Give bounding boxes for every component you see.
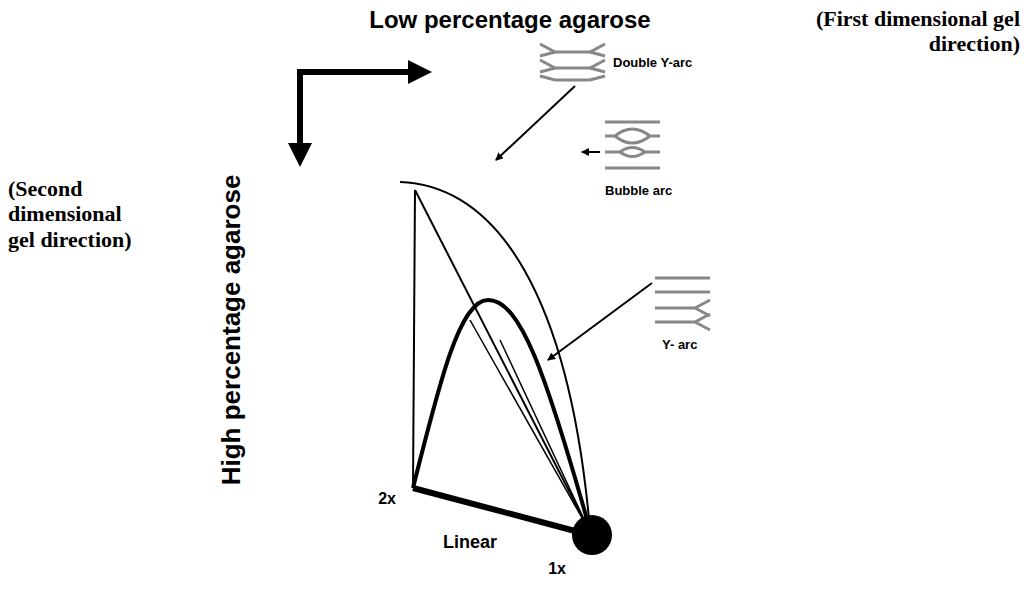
unreplicated-spot xyxy=(572,515,612,555)
axis-note: (First dimensional gel direction) xyxy=(805,6,1020,57)
mass-label: 1x xyxy=(548,560,566,578)
double-y-icon xyxy=(540,44,605,80)
line-label: Linear xyxy=(443,532,497,553)
axis-note: (Second dimensional gel direction) xyxy=(8,176,148,252)
y-fork-icon xyxy=(655,278,710,330)
gel-arcs xyxy=(400,182,590,535)
bubble-icon xyxy=(605,122,660,168)
arc-label: Y- arc xyxy=(662,338,697,353)
arc-label: Double Y-arc xyxy=(613,56,692,71)
pointer-arrows xyxy=(496,86,652,360)
arc-label: Bubble arc xyxy=(605,184,672,199)
mass-label: 2x xyxy=(378,490,396,508)
axis-title: High percentage agarose xyxy=(217,175,247,486)
axis-title: Low percentage agarose xyxy=(369,6,650,34)
direction-arrows xyxy=(297,72,420,155)
